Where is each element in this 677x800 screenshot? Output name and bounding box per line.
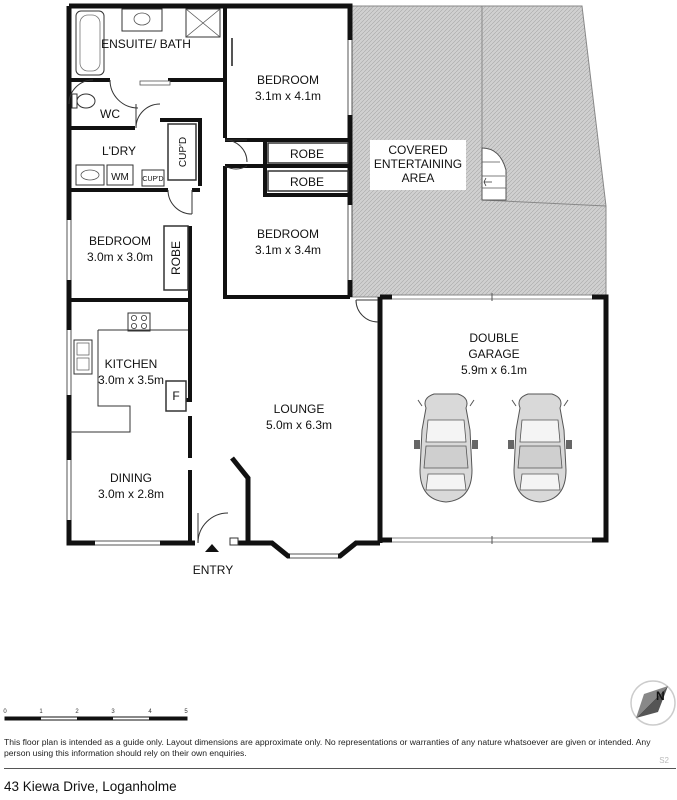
bedroom2-name: BEDROOM: [257, 227, 319, 241]
fridge-label: F: [172, 389, 179, 403]
robe-box-1: [267, 142, 349, 164]
plan-code: S2: [659, 756, 669, 765]
bedroom3-name: BEDROOM: [89, 234, 151, 248]
cupboard-small: [141, 169, 165, 187]
robe2-label: ROBE: [290, 175, 324, 189]
floor-plan: ENSUITE/ BATH BEDROOM 3.1m x 4.1m WC L'D…: [3, 3, 676, 726]
cupd-label: CUP'D: [178, 137, 189, 167]
dining-size: 3.0m x 2.8m: [98, 487, 164, 501]
scale-tick-1: 1: [39, 709, 43, 715]
ensuite-label: ENSUITE/ BATH: [101, 37, 191, 51]
bedroom1-size: 3.1m x 4.1m: [255, 89, 321, 103]
car-icon-right: [507, 393, 573, 503]
robe-box-2: [267, 170, 349, 192]
scale-bar: 0 1 2 3 4 5: [3, 709, 188, 721]
entry-arrow-icon: [205, 544, 219, 552]
steps: [481, 147, 507, 201]
covered-label-line1: COVERED: [388, 143, 448, 157]
fridge-space: [165, 380, 187, 412]
garage-name-line1: DOUBLE: [469, 331, 518, 345]
robe1-label: ROBE: [290, 147, 324, 161]
lounge-name: LOUNGE: [274, 402, 325, 416]
cooktop: [127, 312, 151, 332]
lounge-size: 5.0m x 6.3m: [266, 418, 332, 432]
scale-tick-4: 4: [148, 709, 152, 715]
bedroom2-size: 3.1m x 3.4m: [255, 243, 321, 257]
property-address: 43 Kiewa Drive, Loganholme: [4, 779, 177, 794]
scale-tick-3: 3: [111, 709, 115, 715]
kitchen-name: KITCHEN: [105, 357, 158, 371]
garage-size: 5.9m x 6.1m: [461, 363, 527, 377]
garage-name-line2: GARAGE: [468, 347, 519, 361]
windows: [66, 40, 353, 559]
covered-label-line3: AREA: [402, 171, 435, 185]
kitchen-size: 3.0m x 3.5m: [98, 373, 164, 387]
scale-tick-5: 5: [184, 709, 188, 715]
doors: [68, 79, 379, 544]
dining-name: DINING: [110, 471, 152, 485]
entry-label: ENTRY: [193, 563, 233, 577]
cupboard: [167, 123, 197, 181]
wc-label: WC: [100, 107, 120, 121]
car-icon-left: [413, 393, 479, 503]
scale-tick-2: 2: [75, 709, 79, 715]
wm-label: WM: [111, 172, 129, 183]
cupd-small-label: CUP'D: [142, 176, 163, 183]
robe-box-3: [163, 225, 189, 291]
interior-walls: [69, 6, 350, 543]
bedroom3-size: 3.0m x 3.0m: [87, 250, 153, 264]
scale-tick-0: 0: [3, 709, 7, 715]
laundry-label: L'DRY: [102, 144, 136, 158]
compass-icon: N: [630, 680, 676, 726]
toilet: [76, 93, 96, 109]
covered-area-label-bg: [370, 140, 466, 190]
robe3-label: ROBE: [169, 241, 183, 275]
disclaimer-text: This floor plan is intended as a guide o…: [4, 737, 651, 758]
compass-n-label: N: [656, 689, 665, 703]
bedroom1-name: BEDROOM: [257, 73, 319, 87]
washing-machine: [106, 164, 134, 186]
divider: [4, 768, 676, 769]
covered-label-line2: ENTERTAINING: [374, 157, 462, 171]
